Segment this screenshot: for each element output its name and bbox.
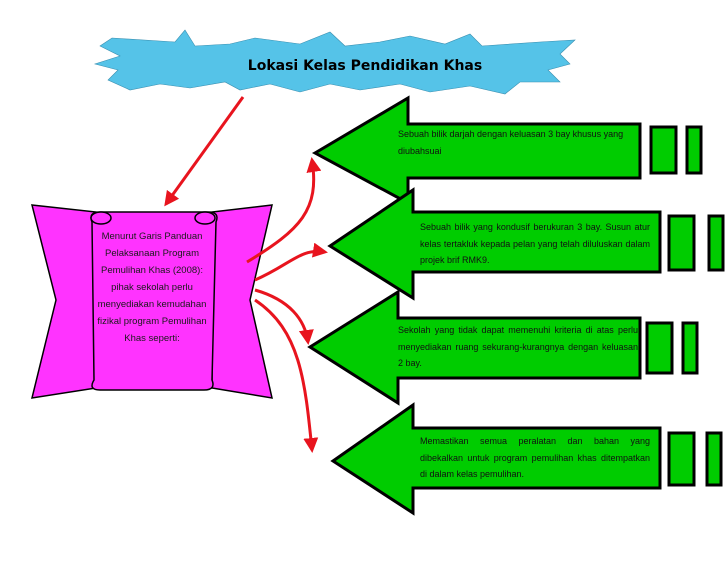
page-title: Lokasi Kelas Pendidikan Khas [247,58,483,74]
connectors [164,96,328,453]
scroll-shape [31,204,273,399]
title-banner [93,29,576,95]
scroll-text: Menurut Garis Panduan Pelaksanaan Progra… [97,231,207,344]
arrow-text-3: Sekolah yang tidak dapat memenuhi kriter… [398,325,638,368]
arrow-text-2: Sebuah bilik yang kondusif berukuran 3 b… [420,222,650,265]
arrow-2 [327,187,662,301]
arrow-3 [307,289,642,406]
side-bars [645,125,725,487]
arrow-text-4: Memastikan semua peralatan dan bahan yan… [420,436,650,479]
arrow-text-1: Sebuah bilik darjah dengan keluasan 3 ba… [398,129,624,156]
arrow-4 [330,402,662,516]
